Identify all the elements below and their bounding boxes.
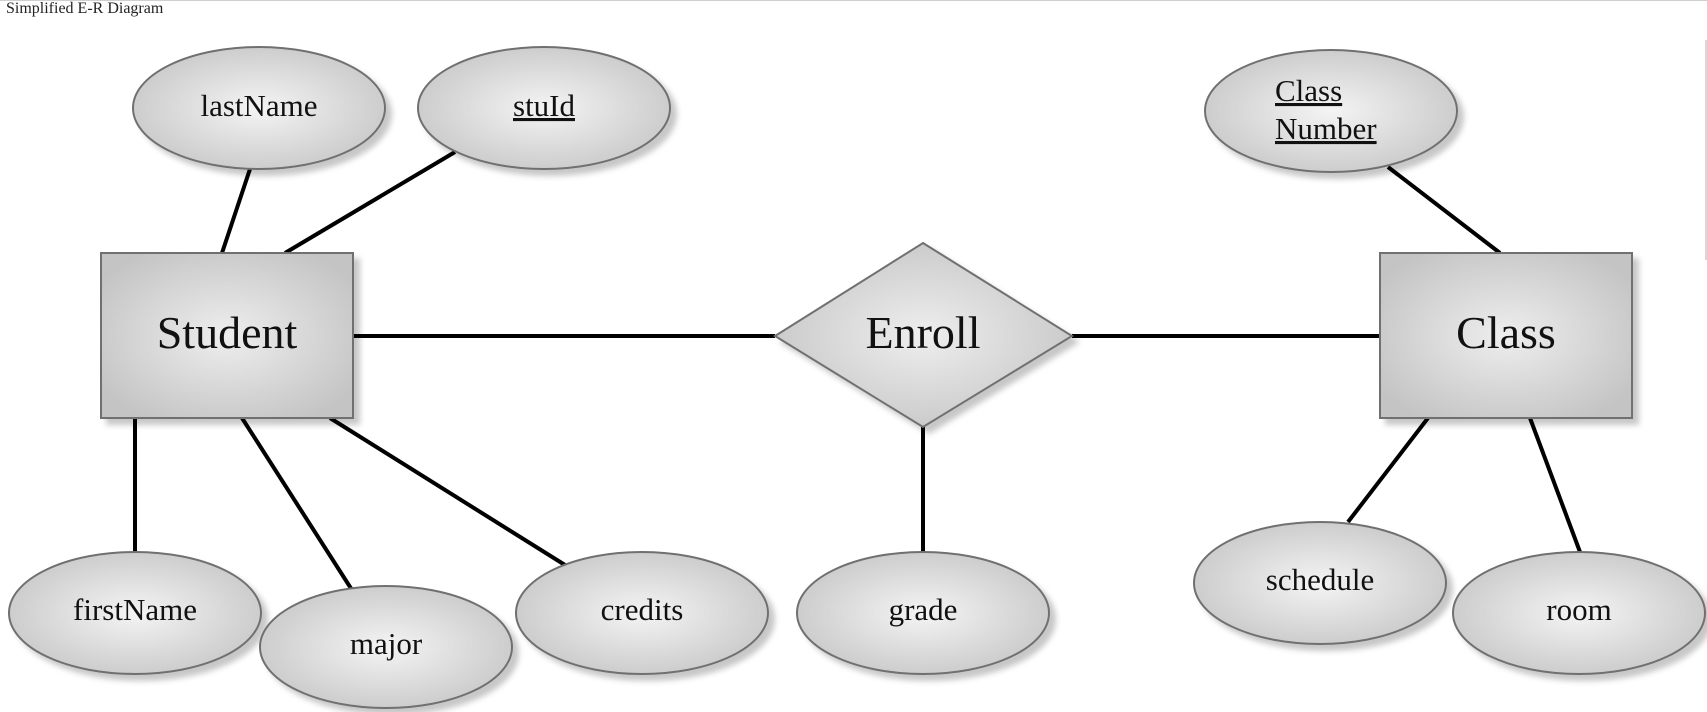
line-student-lastname [220,168,252,254]
line-class-schedule [1346,416,1430,524]
attribute-major: major [259,585,513,709]
attribute-classnumber: Class Number [1204,49,1458,173]
scrollbar-edge [1705,40,1707,260]
entity-class-label: Class [1456,307,1556,358]
attribute-lastname-label: lastName [200,88,317,123]
attribute-firstname-label: firstName [73,592,197,627]
line-student-stuid [283,150,457,255]
top-border [0,0,1707,1]
attribute-grade-label: grade [889,592,958,627]
attribute-classnumber-label-line1: Class [1275,73,1342,108]
line-student-credits [328,416,567,567]
connectors [133,150,1582,592]
attribute-stuid-label: stuId [513,88,576,123]
attribute-credits: credits [515,551,769,675]
attribute-classnumber-label-line2: Number [1275,111,1377,146]
attribute-major-label: major [350,626,423,661]
attribute-schedule-label: schedule [1266,562,1374,597]
line-class-room [1528,417,1582,553]
page-title: Simplified E-R Diagram [6,0,164,17]
attribute-room: room [1452,551,1706,675]
attribute-stuid: stuId [417,46,671,170]
relationship-enroll-label: Enroll [866,307,981,358]
line-student-major [240,416,354,592]
line-class-classnumber [1386,165,1502,255]
attribute-grade: grade [796,551,1050,675]
attribute-room-label: room [1546,592,1611,627]
attribute-credits-label: credits [601,592,684,627]
relationship-enroll: Enroll [773,241,1074,429]
entity-student: Student [100,252,354,419]
attribute-schedule: schedule [1193,521,1447,645]
attribute-lastname: lastName [132,46,386,170]
entity-class: Class [1379,252,1633,419]
attribute-firstname: firstName [8,551,262,675]
entity-student-label: Student [157,307,298,358]
